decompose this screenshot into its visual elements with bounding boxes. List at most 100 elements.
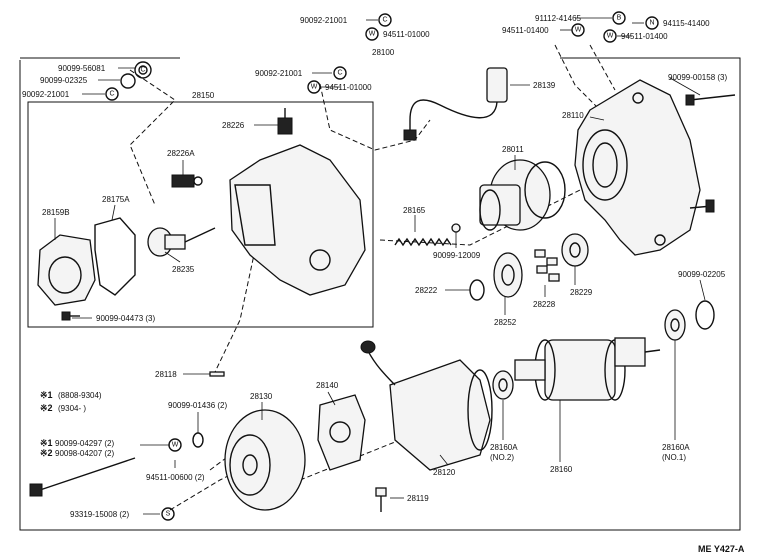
subassembly-frame-28150 — [27, 101, 374, 328]
mark-1-bolt: ※1 — [40, 438, 53, 448]
washer-90099-01436 — [192, 432, 204, 448]
bearing-28160A-no1 — [664, 309, 686, 341]
label-28160: 28160 — [550, 465, 573, 474]
label-28160A-no2: 28160A — [490, 443, 518, 452]
label-28160A-no2-note: (NO.2) — [490, 453, 514, 462]
svg-text:W: W — [172, 442, 179, 449]
end-frame-28130 — [224, 409, 306, 511]
armature-28160 — [514, 337, 661, 401]
svg-text:S: S — [166, 511, 171, 518]
label-90099-56081: 90099-56081 — [58, 64, 106, 73]
catalog-code: ME Y427-A — [698, 544, 745, 554]
label-91112-41465: 91112-41465 — [535, 14, 582, 23]
label-94511-00600: 94511-00600 (2) — [146, 473, 205, 482]
label-90099-04297: 90099-04297 (2) — [55, 439, 114, 448]
label-90092-21001-left: 90092-21001 — [22, 90, 70, 99]
label-90099-00158: 90099-00158 (3) — [668, 73, 727, 82]
label-28011: 28011 — [502, 145, 524, 154]
idle-gear-28252 — [493, 252, 523, 298]
circle-mark-w-a: W — [571, 23, 585, 37]
washer-90099-56081 — [134, 61, 152, 79]
label-90099-12009: 90099-12009 — [433, 251, 481, 260]
label-28229: 28229 — [570, 288, 593, 297]
legend-mark-1: ※1 — [40, 390, 53, 400]
starter-clutch-28011 — [479, 159, 566, 231]
circle-mark-w-top: W — [365, 27, 379, 41]
terminal-28226A — [171, 174, 203, 188]
retainer-28229 — [561, 233, 589, 267]
mark-2-bolt: ※2 — [40, 448, 53, 458]
label-94511-01000-top: 94511-01000 — [383, 30, 430, 39]
circle-mark-w-bottom: W — [168, 438, 182, 452]
label-94511-01400-b: 94511-01400 — [621, 32, 668, 41]
label-28175A: 28175A — [102, 195, 130, 204]
assembly-frame-28100 — [19, 57, 741, 531]
nut-90099-02325 — [120, 73, 136, 89]
label-28252: 28252 — [494, 318, 517, 327]
label-28150: 28150 — [192, 91, 215, 100]
washer-28222 — [469, 279, 485, 301]
label-28165: 28165 — [403, 206, 426, 215]
legend-text-2: (9304- ) — [58, 404, 86, 413]
label-90099-04207: 90098-04207 (2) — [55, 449, 114, 458]
bearing-28160A-no2 — [492, 370, 514, 400]
brush-holder-28140 — [317, 394, 366, 471]
label-28222: 28222 — [415, 286, 438, 295]
svg-text:C: C — [337, 70, 342, 77]
pin-28118 — [209, 371, 225, 377]
bolt-28119 — [375, 487, 387, 512]
circle-mark-c-left1: C — [138, 65, 148, 75]
label-28140: 28140 — [316, 381, 339, 390]
washer-90099-02205 — [695, 300, 715, 330]
svg-text:C: C — [109, 91, 114, 98]
label-28159B: 28159B — [42, 208, 70, 217]
svg-text:W: W — [575, 27, 582, 34]
spring-28165 — [394, 237, 452, 247]
leader-lines — [54, 17, 706, 515]
through-bolt-90099-04297 — [29, 457, 136, 497]
dash-leader-brush — [299, 439, 401, 481]
svg-text:C: C — [382, 17, 387, 24]
steel-ball-90099-12009 — [451, 223, 461, 233]
label-93319-15008: 93319-15008 (2) — [70, 510, 129, 519]
label-28226: 28226 — [222, 121, 245, 130]
label-28100: 28100 — [372, 48, 395, 57]
svg-text:W: W — [311, 84, 318, 91]
rollers-28228 — [534, 249, 560, 282]
circle-mark-w-mid: W — [307, 80, 321, 94]
lead-wire-28139 — [403, 67, 508, 141]
gasket-28175A — [94, 217, 136, 296]
label-28226A: 28226A — [167, 149, 195, 158]
circle-mark-b-top: B — [612, 11, 626, 25]
svg-text:N: N — [649, 20, 654, 27]
dash-leader-pin — [214, 249, 256, 373]
label-94511-01000-mid: 94511-01000 — [325, 83, 372, 92]
label-94511-01400-a: 94511-01400 — [502, 26, 549, 35]
svg-text:W: W — [607, 33, 614, 40]
label-90099-01436: 90099-01436 (2) — [168, 401, 227, 410]
svg-text:C: C — [140, 67, 145, 74]
label-90092-21001-top: 90092-21001 — [300, 16, 348, 25]
label-28228: 28228 — [533, 300, 556, 309]
circle-mark-c-top: C — [378, 13, 392, 27]
screw-90099-04473 — [61, 311, 80, 321]
circle-mark-c-left2: C — [105, 87, 119, 101]
label-90099-02205: 90099-02205 — [678, 270, 726, 279]
label-28235: 28235 — [172, 265, 195, 274]
circle-mark-s-bottom: S — [161, 507, 175, 521]
circle-mark-c-mid: C — [333, 66, 347, 80]
yoke-28120 — [360, 340, 493, 471]
legend: ※1 (8808-9304) ※2 (9304- ) — [40, 390, 102, 413]
svg-text:W: W — [369, 31, 376, 38]
circle-mark-w-b: W — [603, 29, 617, 43]
bolt-90099-00158 — [685, 94, 736, 213]
label-90092-21001-mid: 90092-21001 — [255, 69, 303, 78]
legend-mark-2: ※2 — [40, 403, 53, 413]
dash-leader-top-right — [554, 44, 601, 111]
label-28118: 28118 — [155, 370, 177, 379]
label-94115-41400: 94115-41400 — [663, 19, 710, 28]
label-90099-02325: 90099-02325 — [40, 76, 88, 85]
terminal-28226 — [277, 108, 293, 135]
